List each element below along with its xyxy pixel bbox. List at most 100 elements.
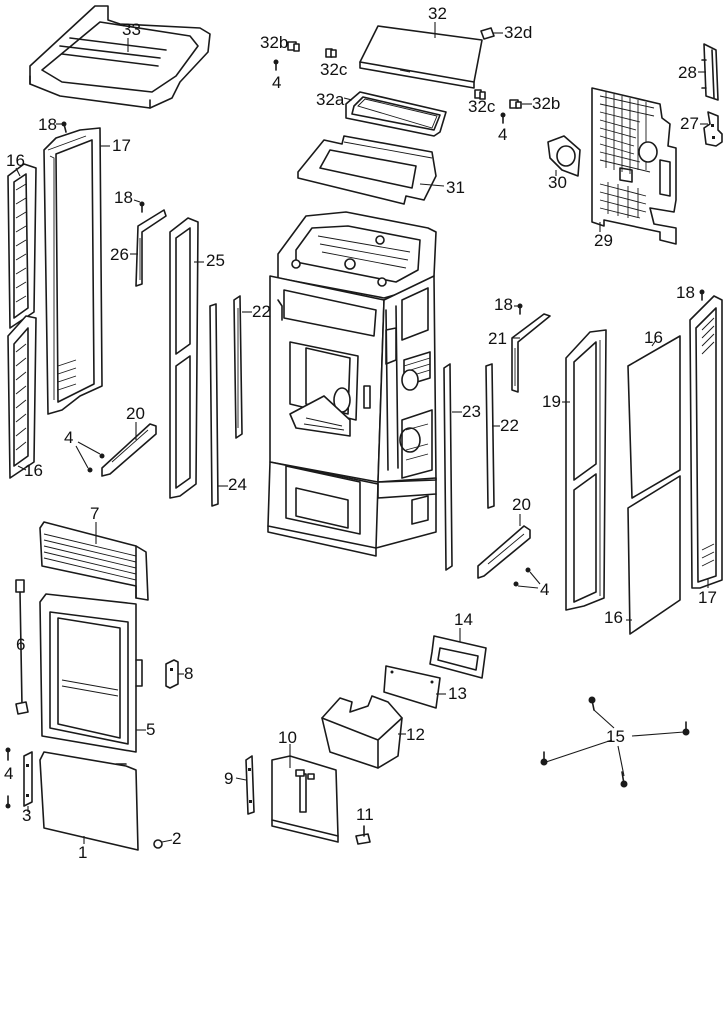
label-6: 6 bbox=[16, 635, 25, 654]
label-20-left: 20 bbox=[126, 404, 145, 423]
part-29-back-panel bbox=[591, 87, 677, 245]
part-31-baffle-plate bbox=[297, 135, 437, 205]
label-12: 12 bbox=[406, 725, 425, 744]
label-32d: 32d bbox=[504, 23, 532, 42]
part-19-right-frame bbox=[565, 329, 607, 611]
part-10-ash-pan-door bbox=[271, 755, 339, 843]
label-7: 7 bbox=[90, 504, 99, 523]
label-29: 29 bbox=[594, 231, 613, 250]
label-31: 31 bbox=[446, 178, 465, 197]
label-2: 2 bbox=[172, 829, 181, 848]
part-32d-knob bbox=[480, 27, 495, 40]
part-32c-left-bracket bbox=[325, 48, 337, 58]
part-14-frame bbox=[429, 635, 487, 679]
label-4-left: 4 bbox=[64, 428, 73, 447]
part-7-grille bbox=[39, 521, 149, 601]
label-32: 32 bbox=[428, 4, 447, 23]
part-23-right-strip bbox=[443, 363, 453, 571]
label-16-b: 16 bbox=[24, 461, 43, 480]
part-21-bracket bbox=[511, 313, 551, 393]
label-32b-left: 32b bbox=[260, 33, 288, 52]
part-27-bracket bbox=[703, 111, 723, 147]
part-32-lid bbox=[359, 25, 483, 89]
label-16-d: 16 bbox=[604, 608, 623, 627]
part-6-handle-rod bbox=[15, 579, 29, 715]
stove-main-body bbox=[267, 211, 437, 557]
label-4-right: 4 bbox=[540, 580, 549, 599]
label-32a: 32a bbox=[316, 90, 345, 109]
label-16-a: 16 bbox=[6, 151, 25, 170]
part-9-hinge bbox=[245, 755, 255, 815]
label-33: 33 bbox=[122, 20, 141, 39]
part-2-knob bbox=[153, 839, 163, 849]
label-18-d: 18 bbox=[676, 283, 695, 302]
label-9: 9 bbox=[224, 769, 233, 788]
part-1-ash-door bbox=[39, 751, 139, 851]
label-30: 30 bbox=[548, 173, 567, 192]
part-18-screw-c bbox=[517, 303, 523, 315]
label-19: 19 bbox=[542, 392, 561, 411]
part-4-bottom-screws bbox=[5, 747, 11, 809]
label-11: 11 bbox=[356, 805, 374, 824]
label-13: 13 bbox=[448, 684, 467, 703]
part-8-latch bbox=[165, 659, 179, 689]
label-8: 8 bbox=[184, 664, 193, 683]
part-3-hinge bbox=[23, 751, 33, 807]
label-32c-left: 32c bbox=[320, 60, 348, 79]
label-4-bottom: 4 bbox=[4, 764, 13, 783]
part-16-lower-left-grille bbox=[7, 315, 37, 479]
part-4-top-right-screw bbox=[500, 112, 506, 124]
label-5: 5 bbox=[146, 720, 155, 739]
part-20-left-bracket bbox=[101, 423, 157, 477]
label-18-a: 18 bbox=[38, 115, 57, 134]
part-20-right-bracket bbox=[477, 525, 531, 579]
part-5-door-frame bbox=[39, 593, 143, 753]
part-32c-right-bracket bbox=[474, 89, 486, 100]
part-33-top-cover bbox=[29, 5, 211, 109]
part-16-upper-left-grille bbox=[7, 163, 37, 329]
label-23: 23 bbox=[462, 402, 481, 421]
part-15-screws bbox=[540, 696, 690, 788]
part-28-side-bracket bbox=[701, 43, 719, 101]
label-22-a: 22 bbox=[252, 302, 271, 321]
label-17-left: 17 bbox=[112, 136, 131, 155]
label-3: 3 bbox=[22, 806, 31, 825]
label-14: 14 bbox=[454, 610, 473, 629]
label-18-b: 18 bbox=[114, 188, 133, 207]
part-13-plate bbox=[383, 665, 441, 709]
label-32c-right: 32c bbox=[468, 97, 496, 116]
label-25: 25 bbox=[206, 251, 225, 270]
label-22-b: 22 bbox=[500, 416, 519, 435]
label-17-right: 17 bbox=[698, 588, 717, 607]
label-4-top: 4 bbox=[272, 73, 281, 92]
part-11-bolt bbox=[355, 825, 371, 845]
label-4-top-right: 4 bbox=[498, 125, 507, 144]
label-18-c: 18 bbox=[494, 295, 513, 314]
part-18-screw-b bbox=[139, 201, 145, 213]
part-25-left-frame bbox=[169, 217, 199, 499]
part-16-lower-right-panel bbox=[627, 475, 681, 635]
part-4-right-screws bbox=[513, 567, 531, 587]
label-1: 1 bbox=[78, 843, 87, 862]
label-32b-right: 32b bbox=[532, 94, 560, 113]
label-15: 15 bbox=[606, 727, 625, 746]
label-28: 28 bbox=[678, 63, 697, 82]
part-17-left-side-panel bbox=[43, 127, 103, 415]
part-22-right-rail bbox=[485, 363, 495, 509]
part-32b-left-clip bbox=[287, 41, 300, 52]
label-20-right: 20 bbox=[512, 495, 531, 514]
label-21: 21 bbox=[488, 329, 507, 348]
label-24: 24 bbox=[228, 475, 247, 494]
part-32b-right-clip bbox=[509, 99, 522, 109]
part-18-screw-a bbox=[61, 121, 67, 133]
part-4-left-screws bbox=[87, 453, 105, 473]
part-16-upper-right-panel bbox=[627, 335, 681, 499]
part-32a-gasket-frame bbox=[345, 91, 447, 137]
part-4-top-screw bbox=[273, 59, 279, 71]
part-30-flue-flange bbox=[547, 135, 581, 177]
part-26-bracket bbox=[135, 209, 167, 287]
label-27: 27 bbox=[680, 114, 699, 133]
label-10: 10 bbox=[278, 728, 297, 747]
part-12-ash-pan bbox=[321, 695, 403, 769]
